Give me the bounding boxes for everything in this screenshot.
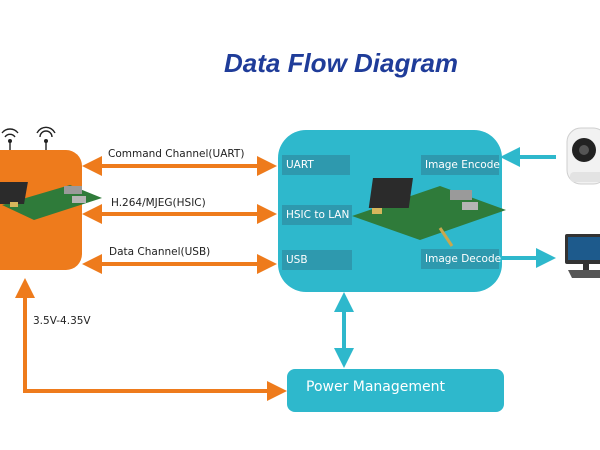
circuit-board-icon	[0, 182, 102, 220]
image-encode-tag: Image Encode	[421, 155, 500, 175]
usb-tag: USB	[282, 250, 352, 270]
diagram-title: Data Flow Diagram	[224, 48, 459, 78]
power-management-label: Power Management	[306, 379, 446, 395]
camera-icon	[566, 127, 600, 185]
power-management-block	[287, 369, 504, 412]
voltage-label: 3.5V-4.35V	[33, 315, 91, 327]
monitor-icon	[565, 234, 600, 278]
command-channel-label: Command Channel(UART)	[108, 148, 245, 160]
hsic-to-lan-tag: HSIC to LAN	[282, 205, 352, 225]
wifi-icon	[36, 126, 56, 150]
uart-tag: UART	[282, 155, 350, 175]
circuit-board-icon	[352, 178, 506, 247]
image-decode-tag: Image Decode	[421, 249, 501, 269]
video-channel-label: H.264/MJEG(HSIC)	[111, 197, 206, 209]
data-channel-label: Data Channel(USB)	[109, 246, 211, 258]
power-supply-arrow	[15, 278, 287, 401]
wifi-icon	[1, 128, 19, 150]
